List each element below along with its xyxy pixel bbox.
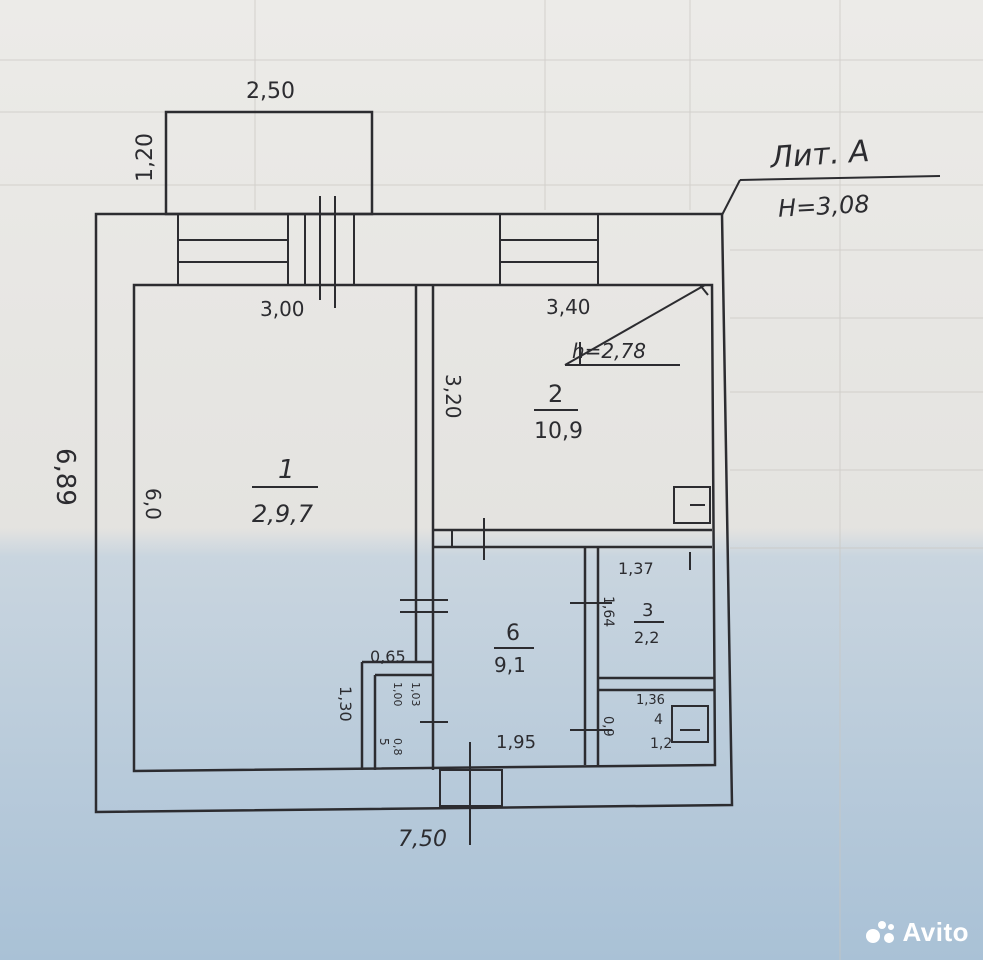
porch-outline xyxy=(164,110,374,216)
dim-toilet-depth: 0,9 xyxy=(600,716,615,737)
dim-wc-side: 1,03 xyxy=(409,682,422,707)
dim-wc-depth: 1,30 xyxy=(336,686,355,722)
room-6-area: 9,1 xyxy=(494,653,526,677)
height-pointer xyxy=(564,284,706,366)
dim-wall-segment: 0,65 xyxy=(370,647,406,666)
dim-toilet-width: 1,36 xyxy=(636,693,665,708)
header-height: H=3,08 xyxy=(777,190,870,223)
room-3-area: 2,2 xyxy=(634,628,659,647)
dim-room1-width: 3,00 xyxy=(260,297,305,321)
room-6-number: 6 xyxy=(506,621,520,646)
wc-wall xyxy=(360,660,433,770)
avito-logo-icon xyxy=(866,920,896,945)
outer-wall xyxy=(94,212,734,814)
dim-room1-depth: 6,0 xyxy=(141,488,165,520)
room-2-number: 2 xyxy=(548,380,563,408)
room-2-area: 10,9 xyxy=(534,419,583,444)
dim-porch-width: 2,50 xyxy=(246,79,295,104)
dim-hall-width: 1,95 xyxy=(496,732,536,753)
room-5-number: 5 xyxy=(377,738,391,746)
room-1-area: 2,9,7 xyxy=(252,500,314,528)
room-5-area: 0,8 xyxy=(391,738,404,756)
avito-watermark: Avito xyxy=(866,917,969,948)
window-right xyxy=(499,213,599,286)
room-3-number: 3 xyxy=(642,600,653,621)
room-4-number: 4 xyxy=(654,712,663,728)
dim-wc-width: 1,00 xyxy=(391,682,404,707)
toilet-icon xyxy=(671,705,709,743)
window-left xyxy=(177,213,289,286)
ceiling-height-label: h=2,78 xyxy=(572,339,646,363)
room-1-number: 1 xyxy=(278,455,295,485)
avito-logo-text: Avito xyxy=(902,917,969,947)
dim-outer-height: 6,89 xyxy=(50,448,80,506)
stove-icon xyxy=(673,486,711,524)
dim-bath-width: 1,37 xyxy=(618,559,654,578)
header-letter: Лит. А xyxy=(768,134,870,176)
dim-porch-depth: 1,20 xyxy=(133,133,158,182)
room-4-area: 1,2 xyxy=(650,736,672,752)
dim-bath-depth: 1,64 xyxy=(600,596,616,627)
dim-room2-depth: 3,20 xyxy=(441,374,465,419)
dim-outer-width: 7,50 xyxy=(398,827,447,852)
dim-room2-width: 3,40 xyxy=(546,295,591,319)
